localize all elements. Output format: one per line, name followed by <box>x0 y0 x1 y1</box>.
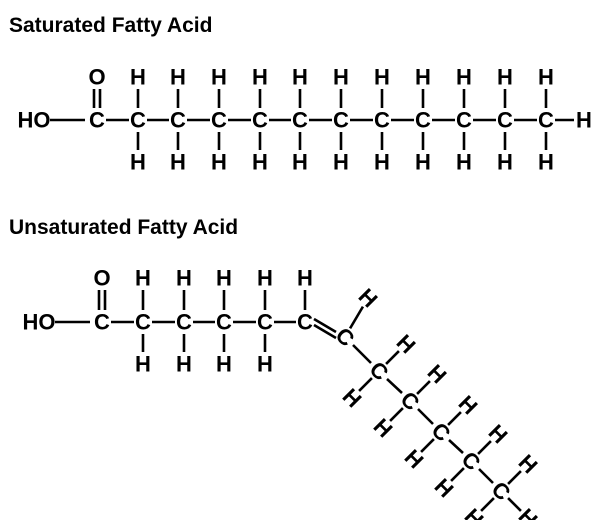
single-bond <box>389 407 404 422</box>
hydrogen-atom: H <box>216 352 232 377</box>
single-bond <box>358 377 373 392</box>
single-bond <box>348 305 365 330</box>
single-bond <box>352 344 372 364</box>
carbon-atom: C <box>497 108 513 133</box>
carbon-atom: C <box>216 310 232 335</box>
hydrogen-atom: H <box>456 150 472 175</box>
single-bond <box>450 467 465 482</box>
carbon-atom: C <box>89 108 105 133</box>
hydrogen-atom: H <box>257 266 273 291</box>
carbon-atom: C <box>538 108 554 133</box>
carbon-atom: C <box>176 310 192 335</box>
hydrogen-atom: H <box>456 65 472 90</box>
hydrogen-atom: H <box>170 150 186 175</box>
hydrogen-atom: H <box>211 65 227 90</box>
saturated-fatty-acid-heading: Saturated Fatty Acid <box>9 14 213 37</box>
carbon-atom: C <box>374 108 390 133</box>
hydrogen-atom: H <box>538 65 554 90</box>
hydrogen-atom: H <box>497 150 513 175</box>
hydrogen-atom: H <box>538 150 554 175</box>
hydrogen-atom: H <box>176 266 192 291</box>
hydrogen-atom: H <box>292 65 308 90</box>
hydrogen-atom: H <box>211 150 227 175</box>
single-bond <box>507 497 522 512</box>
hydrogen-atom: H <box>176 352 192 377</box>
terminal-hydrogen: H <box>514 504 543 520</box>
single-bond <box>448 439 464 454</box>
hydroxyl-group: HO <box>23 310 56 335</box>
single-bond <box>420 438 435 453</box>
hydrogen-atom: H <box>130 150 146 175</box>
terminal-hydrogen: H <box>576 108 592 133</box>
carbon-atom: C <box>170 108 186 133</box>
carbonyl-oxygen: O <box>88 65 105 90</box>
hydrogen-atom: H <box>415 65 431 90</box>
single-bond <box>417 408 434 425</box>
hydrogen-atom: H <box>333 65 349 90</box>
carbon-atom: C <box>130 108 146 133</box>
carbon-atom: C <box>252 108 268 133</box>
hydroxyl-group: HO <box>18 108 51 133</box>
hydrogen-atom: H <box>497 65 513 90</box>
hydrogen-atom: H <box>297 266 313 291</box>
hydrogen-atom: H <box>135 266 151 291</box>
hydrogen-atom: H <box>170 65 186 90</box>
hydrogen-atom: H <box>333 150 349 175</box>
single-bond <box>447 411 462 426</box>
single-bond <box>416 380 431 395</box>
carbon-atom: C <box>292 108 308 133</box>
hydrogen-atom: H <box>374 150 390 175</box>
carbon-atom: C <box>333 108 349 133</box>
hydrogen-atom: H <box>130 65 146 90</box>
hydrogen-atom: H <box>257 352 273 377</box>
carbon-atom: C <box>94 310 110 335</box>
carbon-atom: C <box>135 310 151 335</box>
unsaturated-fatty-acid-heading: Unsaturated Fatty Acid <box>9 216 239 239</box>
hydrogen-atom: H <box>374 65 390 90</box>
carbon-atom: C <box>297 310 313 335</box>
hydrogen-atom: H <box>216 266 232 291</box>
hydrogen-atom: H <box>354 284 383 313</box>
hydrogen-atom: H <box>460 504 489 520</box>
single-bond <box>480 497 495 512</box>
single-bond <box>507 470 522 485</box>
hydrogen-atom: H <box>135 352 151 377</box>
single-bond <box>478 468 494 484</box>
hydrogen-atom: H <box>252 150 268 175</box>
single-bond <box>477 440 492 455</box>
double-bond <box>313 317 337 334</box>
single-bond <box>385 350 400 365</box>
carbon-atom: C <box>211 108 227 133</box>
carbon-atom: C <box>257 310 273 335</box>
carbon-atom: C <box>415 108 431 133</box>
hydrogen-atom: H <box>415 150 431 175</box>
hydrogen-atom: H <box>252 65 268 90</box>
single-bond <box>386 378 403 394</box>
hydrogen-atom: H <box>292 150 308 175</box>
carbonyl-oxygen: O <box>93 266 110 291</box>
double-bond <box>313 323 337 340</box>
carbon-atom: C <box>456 108 472 133</box>
